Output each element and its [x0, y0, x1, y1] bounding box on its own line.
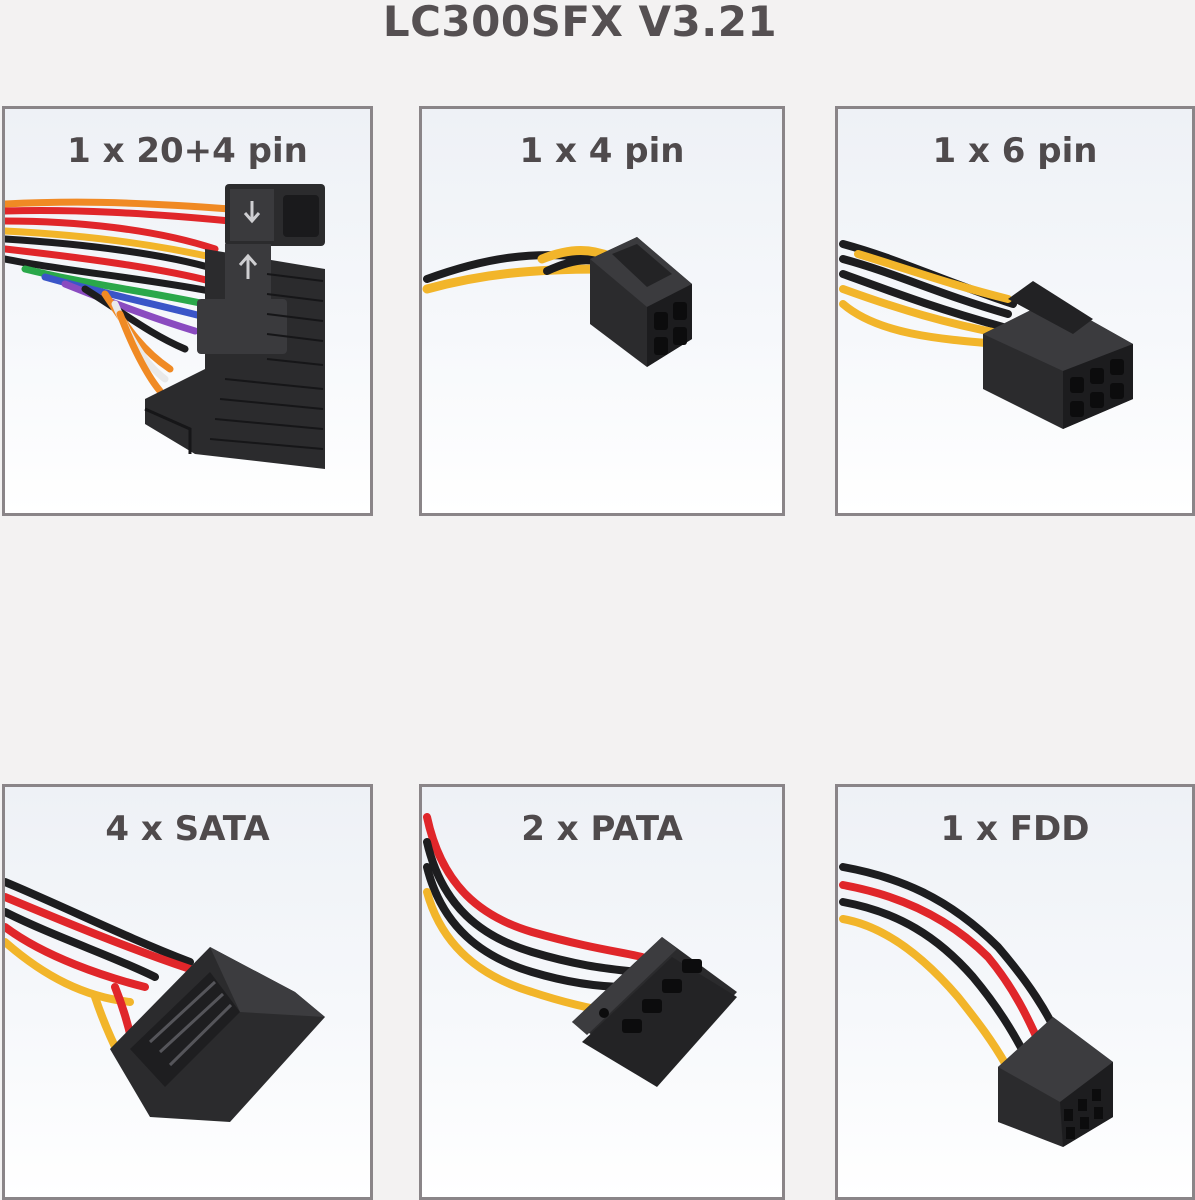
atx-24pin-connector-icon	[5, 184, 325, 469]
connector-card-sata: 4 x SATA	[2, 784, 373, 1200]
connector-label: 1 x 20+4 pin	[67, 131, 308, 171]
molex-connector-icon	[423, 813, 737, 1087]
pcie-6pin-connector-icon	[839, 240, 1133, 429]
connector-label: 1 x FDD	[940, 809, 1090, 849]
connector-card-6pin: 1 x 6 pin	[835, 106, 1195, 516]
fdd-connector-icon	[839, 863, 1113, 1147]
connector-label: 4 x SATA	[105, 809, 270, 849]
connector-card-atx-24pin: 1 x 20+4 pin	[2, 106, 373, 516]
connector-card-pata: 2 x PATA	[419, 784, 785, 1200]
sata-connector-icon	[5, 878, 325, 1122]
connector-label: 1 x 6 pin	[932, 131, 1098, 171]
eps-4pin-connector-icon	[422, 237, 692, 367]
connector-card-fdd: 1 x FDD	[835, 784, 1195, 1200]
product-title: LC300SFX V3.21	[382, 0, 778, 46]
connector-card-4pin: 1 x 4 pin	[419, 106, 785, 516]
connector-label: 1 x 4 pin	[519, 131, 685, 171]
connector-label: 2 x PATA	[521, 809, 683, 849]
